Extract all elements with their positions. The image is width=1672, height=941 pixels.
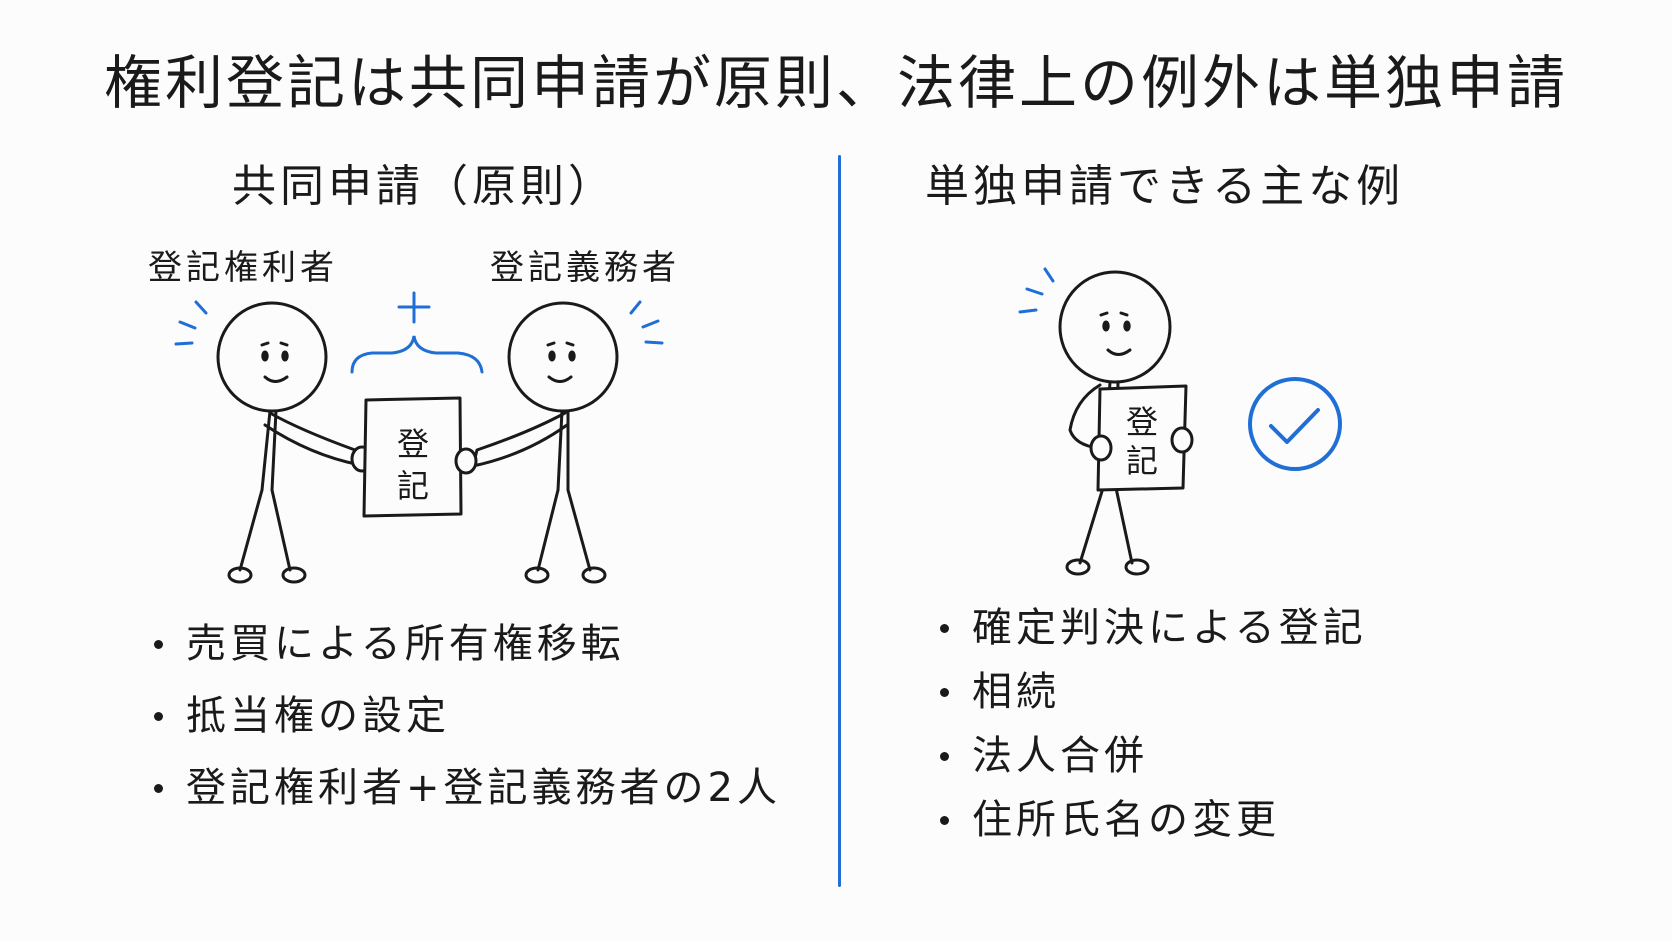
right-section-heading: 単独申請できる主な例: [925, 161, 1405, 212]
checkmark-circle-icon: [1248, 377, 1342, 471]
sparkle-lines-icon: [174, 300, 208, 346]
plus-icon: [397, 291, 431, 324]
list-item: 確定判決による登記: [936, 596, 1367, 660]
sparkle-lines-icon: [1018, 267, 1055, 314]
sparkle-lines-icon: [629, 300, 664, 345]
list-item: 抵当権の設定: [150, 680, 781, 752]
section-divider: [838, 155, 841, 887]
document-char-2: 記: [1126, 442, 1158, 480]
list-item: 法人合併: [936, 724, 1367, 788]
list-item: 住所氏名の変更: [936, 788, 1367, 852]
sole-application-examples: 確定判決による登記 相続 法人合併 住所氏名の変更: [936, 596, 1367, 852]
document-icon: 登 記: [362, 396, 463, 518]
joint-application-examples: 売買による所有権移転 抵当権の設定 登記権利者+登記義務者の2人: [150, 608, 781, 824]
document-icon: 登 記: [1096, 384, 1188, 492]
brace-icon: [350, 335, 484, 374]
role-label-obligor: 登記義務者: [490, 248, 680, 288]
page-title: 権利登記は共同申請が原則、法律上の例外は単独申請: [103, 49, 1568, 117]
list-item: 登記権利者+登記義務者の2人: [150, 752, 781, 824]
list-item: 売買による所有権移転: [150, 608, 781, 680]
document-char-1: 登: [397, 425, 429, 463]
stick-figure-left: [216, 301, 374, 584]
role-label-right-holder: 登記権利者: [148, 248, 338, 288]
stick-figure-right: [471, 301, 619, 584]
list-item: 相続: [936, 660, 1367, 724]
document-char-2: 記: [397, 467, 429, 505]
left-section-heading: 共同申請（原則）: [232, 161, 616, 212]
document-char-1: 登: [1126, 403, 1158, 441]
